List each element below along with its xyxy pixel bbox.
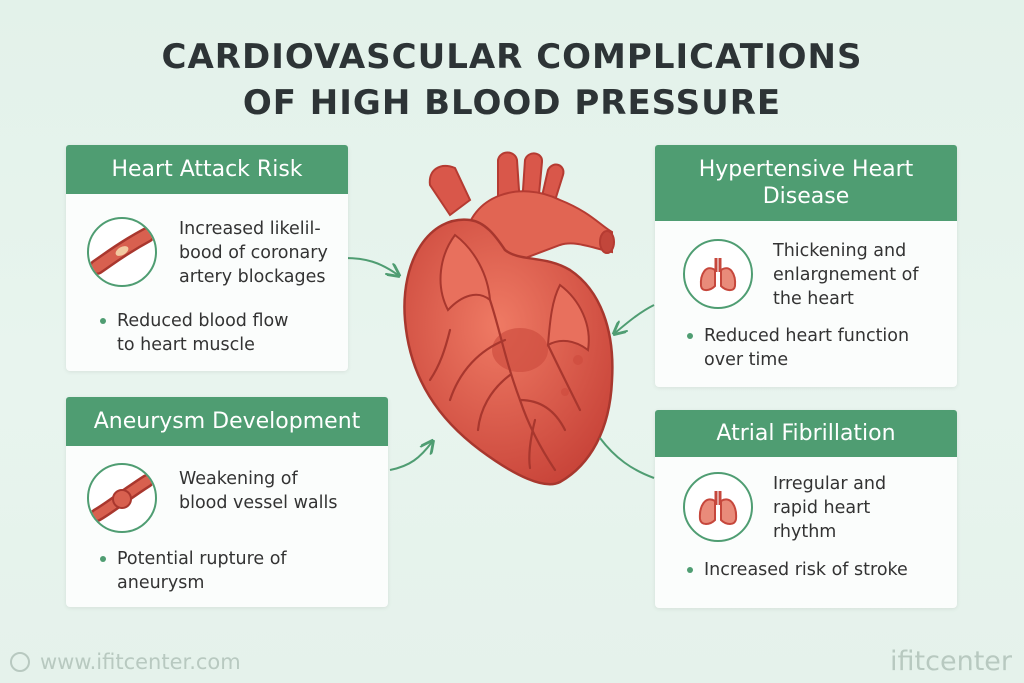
title-line-2: OF HIGH BLOOD PRESSURE xyxy=(242,83,782,123)
card-description: Weakening of blood vessel walls xyxy=(179,467,337,515)
card-heading: Hypertensive Heart Disease xyxy=(655,145,957,221)
desc-line: rapid heart xyxy=(773,498,871,518)
bullet-line: over time xyxy=(704,350,789,370)
bullet-line: Reduced heart function xyxy=(704,326,910,346)
connector-hypertensive xyxy=(615,304,655,333)
card-heading: Aneurysm Development xyxy=(66,397,388,446)
aorta-icon xyxy=(428,151,615,262)
bullet-dot xyxy=(687,333,693,339)
desc-line: enlargnement of xyxy=(773,265,919,285)
desc-line: bood of coronary xyxy=(179,243,328,263)
card-heading: Heart Attack Risk xyxy=(66,145,348,194)
brand-text: ifitcenter xyxy=(890,646,1012,677)
card-atrial-fibrillation: Atrial Fibrillation Irregular and rapid … xyxy=(655,410,957,608)
title-line-1: CARDIOVASCULAR COMPLICATIONS xyxy=(161,37,863,77)
bullet-line: aneurysm xyxy=(117,573,205,593)
artery-blockage-icon xyxy=(87,217,157,287)
bullet-item: Reduced blood flow to heart muscle xyxy=(100,309,289,357)
bullet-line: Increased risk of stroke xyxy=(704,560,908,580)
desc-line: rhythm xyxy=(773,522,837,542)
bullet-line: Potential rupture of xyxy=(117,549,287,569)
desc-line: Weakening of xyxy=(179,469,298,489)
desc-line: Increased likelil- xyxy=(179,219,321,239)
globe-icon xyxy=(10,652,30,672)
desc-line: the heart xyxy=(773,289,854,309)
bullet-dot xyxy=(687,567,693,573)
coronary-vessels xyxy=(428,298,582,472)
card-aneurysm-development: Aneurysm Development Weakening of blood … xyxy=(66,397,388,607)
heading-text: Disease xyxy=(762,184,850,209)
bullet-item: Reduced heart function over time xyxy=(687,324,910,372)
website-link[interactable]: www.ifitcenter.com xyxy=(10,650,241,674)
connector-afib xyxy=(599,437,655,479)
bullet-line: to heart muscle xyxy=(117,335,255,355)
card-heart-attack-risk: Heart Attack Risk Increased likelil- boo… xyxy=(66,145,348,371)
lungs-icon xyxy=(683,239,753,309)
card-hypertensive-heart-disease: Hypertensive Heart Disease Thickening an… xyxy=(655,145,957,387)
heading-text: Hypertensive Heart xyxy=(698,157,914,182)
bullet-item: Increased risk of stroke xyxy=(687,558,908,582)
heading-text: Aneurysm Development xyxy=(93,409,361,434)
bullet-dot xyxy=(100,318,106,324)
card-heading: Atrial Fibrillation xyxy=(655,410,957,457)
heading-text: Heart Attack Risk xyxy=(111,157,303,182)
brand-logo: ifitcenter xyxy=(890,646,1012,677)
website-text: www.ifitcenter.com xyxy=(40,650,241,674)
connector-heart-attack xyxy=(344,257,398,275)
desc-line: Irregular and xyxy=(773,474,887,494)
card-description: Irregular and rapid heart rhythm xyxy=(773,472,886,544)
bullet-item: Potential rupture of aneurysm xyxy=(100,547,287,595)
desc-line: blood vessel walls xyxy=(179,493,338,513)
desc-line: artery blockages xyxy=(179,267,326,287)
card-description: Increased likelil- bood of coronary arte… xyxy=(179,217,328,289)
card-description: Thickening and enlargnement of the heart xyxy=(773,239,919,311)
heading-text: Atrial Fibrillation xyxy=(716,421,896,446)
page-title: CARDIOVASCULAR COMPLICATIONS OF HIGH BLO… xyxy=(0,34,1024,126)
bullet-dot xyxy=(100,556,106,562)
bullet-line: Reduced blood flow xyxy=(117,311,289,331)
lungs-icon xyxy=(683,472,753,542)
vessel-bulge-icon xyxy=(87,463,157,533)
desc-line: Thickening and xyxy=(773,241,907,261)
connector-aneurysm xyxy=(389,442,432,471)
